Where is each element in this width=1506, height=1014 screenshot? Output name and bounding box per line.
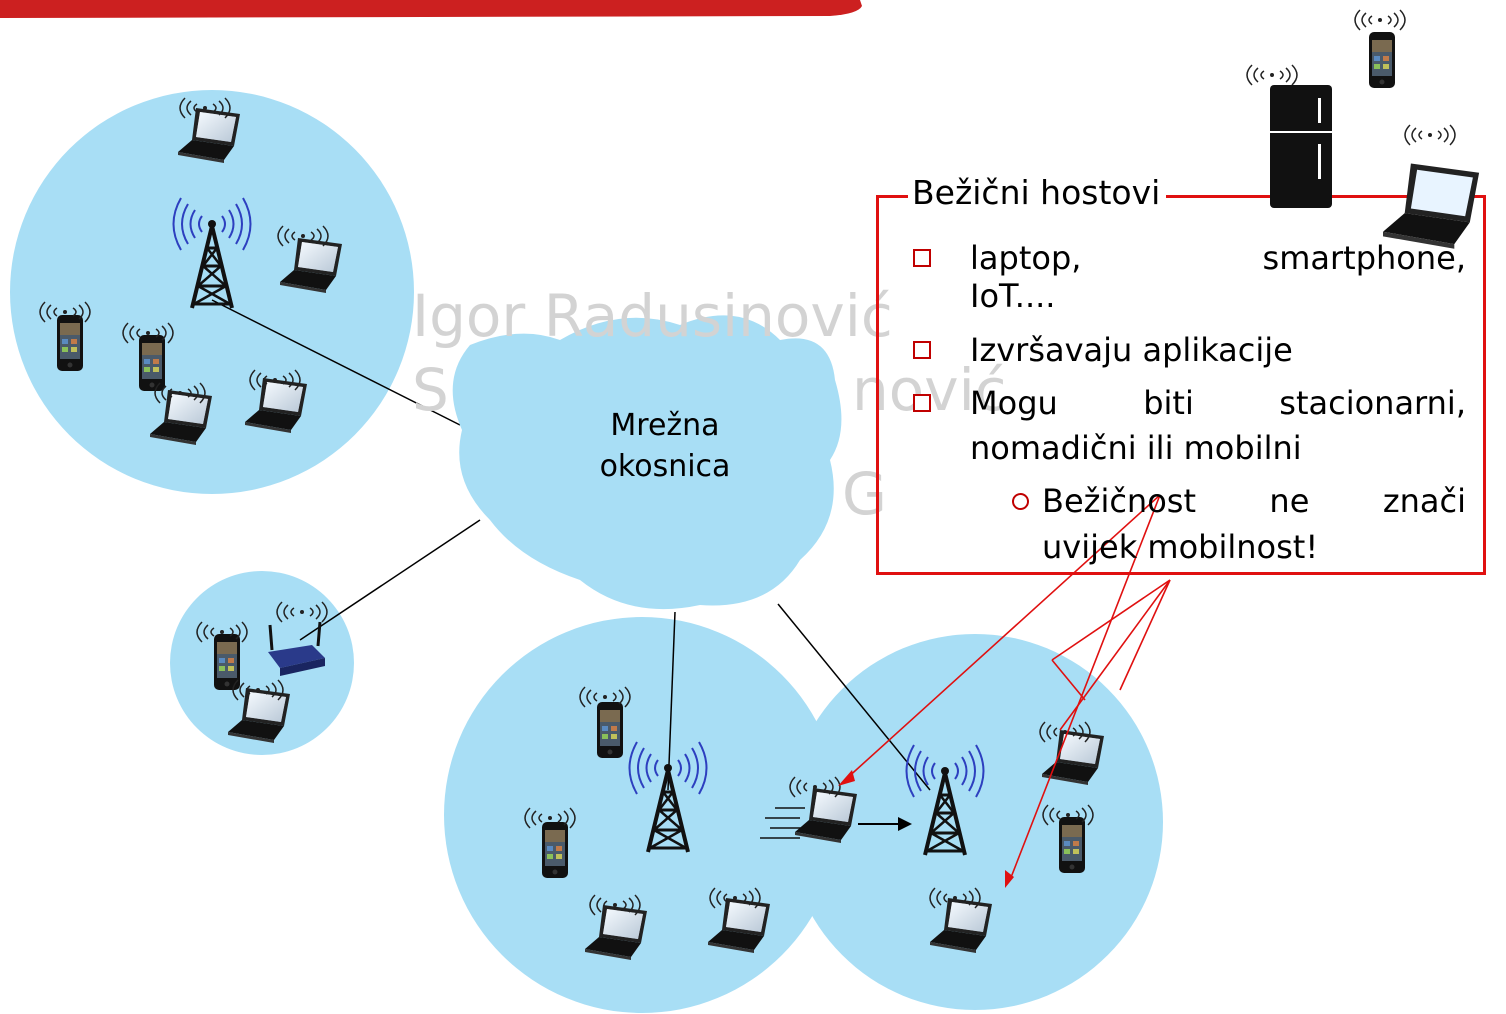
cell-bottom-left (444, 617, 840, 1013)
smartphone-icon (1059, 817, 1085, 873)
smartphone-icon (597, 702, 623, 758)
sub-bullet-word: znači (1382, 482, 1466, 520)
bullet-1-word: smartphone, (1262, 239, 1466, 277)
bullet-square (913, 394, 931, 412)
backbone-label-line-1: Mrežna (610, 408, 720, 443)
signal-waves-icon (1354, 9, 1406, 31)
bullet-3-line-1: Mogu biti stacionarni, (970, 383, 1466, 423)
smartphone-icon (139, 335, 165, 391)
sub-bullet-line-2: uvijek mobilnost! (1042, 528, 1319, 566)
bullet-3-word: biti (1143, 384, 1194, 422)
bullet-3-line-2: nomadični ili mobilni (970, 429, 1302, 467)
link-top-cell (211, 299, 461, 426)
bullet-square (913, 341, 931, 359)
box-title: Bežični hostovi (908, 173, 1167, 212)
bullet-square (913, 249, 931, 267)
movement-arrow (858, 817, 912, 831)
red-pointer-arrows (844, 494, 1171, 881)
backbone-label-line-2: okosnica (599, 449, 731, 484)
arrow-head (838, 770, 855, 786)
sub-bullet-line-1: Bežičnost ne znači (1042, 481, 1466, 521)
wifi-router-icon (268, 621, 325, 676)
arrow-head (1005, 870, 1014, 888)
bullet-1-line-2: IoT.... (970, 277, 1056, 315)
bullet-1-word: laptop, (970, 239, 1082, 277)
wireless-hosts-box (876, 195, 1486, 575)
bullet-1-line-1: laptop, smartphone, (970, 238, 1466, 278)
backbone-cloud (452, 315, 842, 610)
cell-top-left (10, 90, 414, 494)
link-bottom-right (777, 603, 931, 791)
bullet-2: Izvršavaju aplikacije (970, 331, 1293, 369)
watermark-line-4: G (842, 460, 887, 528)
bullet-3-word: Mogu (970, 384, 1058, 422)
sub-bullet-word: Bežičnost (1042, 482, 1196, 520)
top-red-bar (0, 0, 862, 18)
laptop-icon (1383, 163, 1480, 249)
smartphone-icon (542, 822, 568, 878)
smartphone-icon (57, 315, 83, 371)
link-bottom-left (667, 611, 676, 791)
box-device-icons (1270, 85, 1480, 249)
backbone-label: Mrežna okosnica (560, 405, 770, 487)
watermark-line-1: Igor Radusinović (412, 282, 893, 350)
sub-bullet-circle (1012, 493, 1029, 510)
sub-bullet-word: ne (1269, 482, 1310, 520)
cell-small-wifi (170, 571, 354, 755)
link-wifi-cell (299, 519, 481, 641)
motion-lines (760, 807, 805, 839)
refrigerator-icon (1270, 85, 1332, 208)
bullet-3-word: stacionarni, (1279, 384, 1466, 422)
watermark-line-2: S (412, 356, 449, 424)
